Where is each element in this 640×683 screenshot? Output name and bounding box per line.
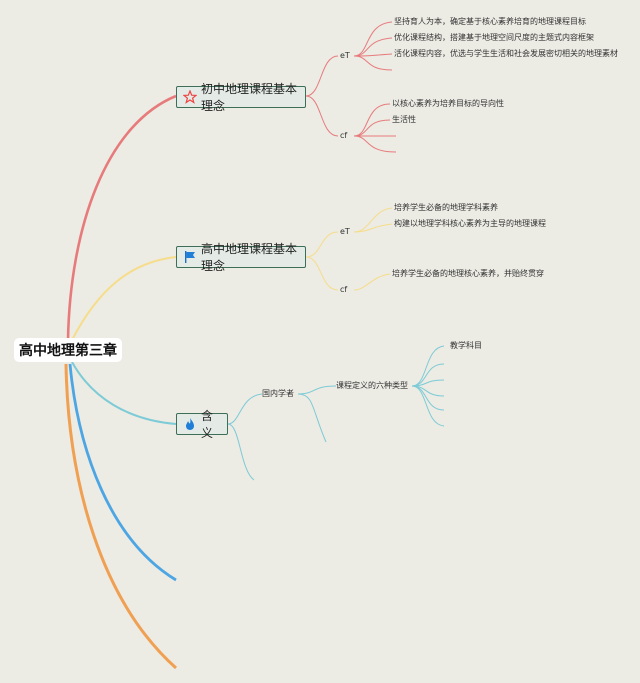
leaf-item[interactable]: 生活性 [392,115,416,124]
leaf-item[interactable]: 培养学生必备的地理核心素养，并贻终贯穿 [392,269,544,278]
root-node[interactable]: 高中地理第三章 [14,338,122,362]
branch-node-meaning[interactable]: 含义 [176,409,228,440]
subnode-label[interactable]: 国内学者 [262,389,294,398]
subnode-label[interactable]: eT [340,227,350,236]
leaf-item[interactable]: 培养学生必备的地理学科素养 [394,203,498,212]
connector-branch3 [71,361,177,425]
connector-branch2 [71,256,177,341]
connector-blue [68,363,177,582]
star-icon [183,90,197,104]
fire-icon [183,417,197,431]
subnode-label[interactable]: eT [340,51,350,60]
branch-node-junior-concept[interactable]: 初中地理课程基本理念 [176,82,306,113]
leaf-item[interactable]: 教学科目 [450,341,482,350]
branch-label: 高中地理课程基本理念 [201,242,298,273]
connector-orange [64,363,178,670]
leaf-item[interactable]: 坚持育人为本，确定基于核心素养培育的地理课程目标 [394,17,586,26]
subnode-label[interactable]: 课程定义的六种类型 [336,381,408,390]
connector-branch1 [66,94,177,341]
subnode-label[interactable]: cf [340,285,348,294]
leaf-item[interactable]: 活化课程内容，优选与学生生活和社会发展密切相关的地理素材 [394,49,618,58]
root-label: 高中地理第三章 [19,343,117,359]
flag-icon [183,250,197,264]
branch-node-senior-concept[interactable]: 高中地理课程基本理念 [176,242,306,273]
subnode-label[interactable]: cf [340,131,348,140]
leaf-item[interactable]: 构建以地理学科核心素养为主导的地理课程 [394,219,546,228]
branch-label: 含义 [201,409,214,440]
leaf-item[interactable]: 以核心素养为培养目标的导向性 [392,99,504,108]
branch-label: 初中地理课程基本理念 [201,82,298,113]
leaf-item[interactable]: 优化课程结构，搭建基于地理空间尺度的主题式内容框架 [394,33,594,42]
